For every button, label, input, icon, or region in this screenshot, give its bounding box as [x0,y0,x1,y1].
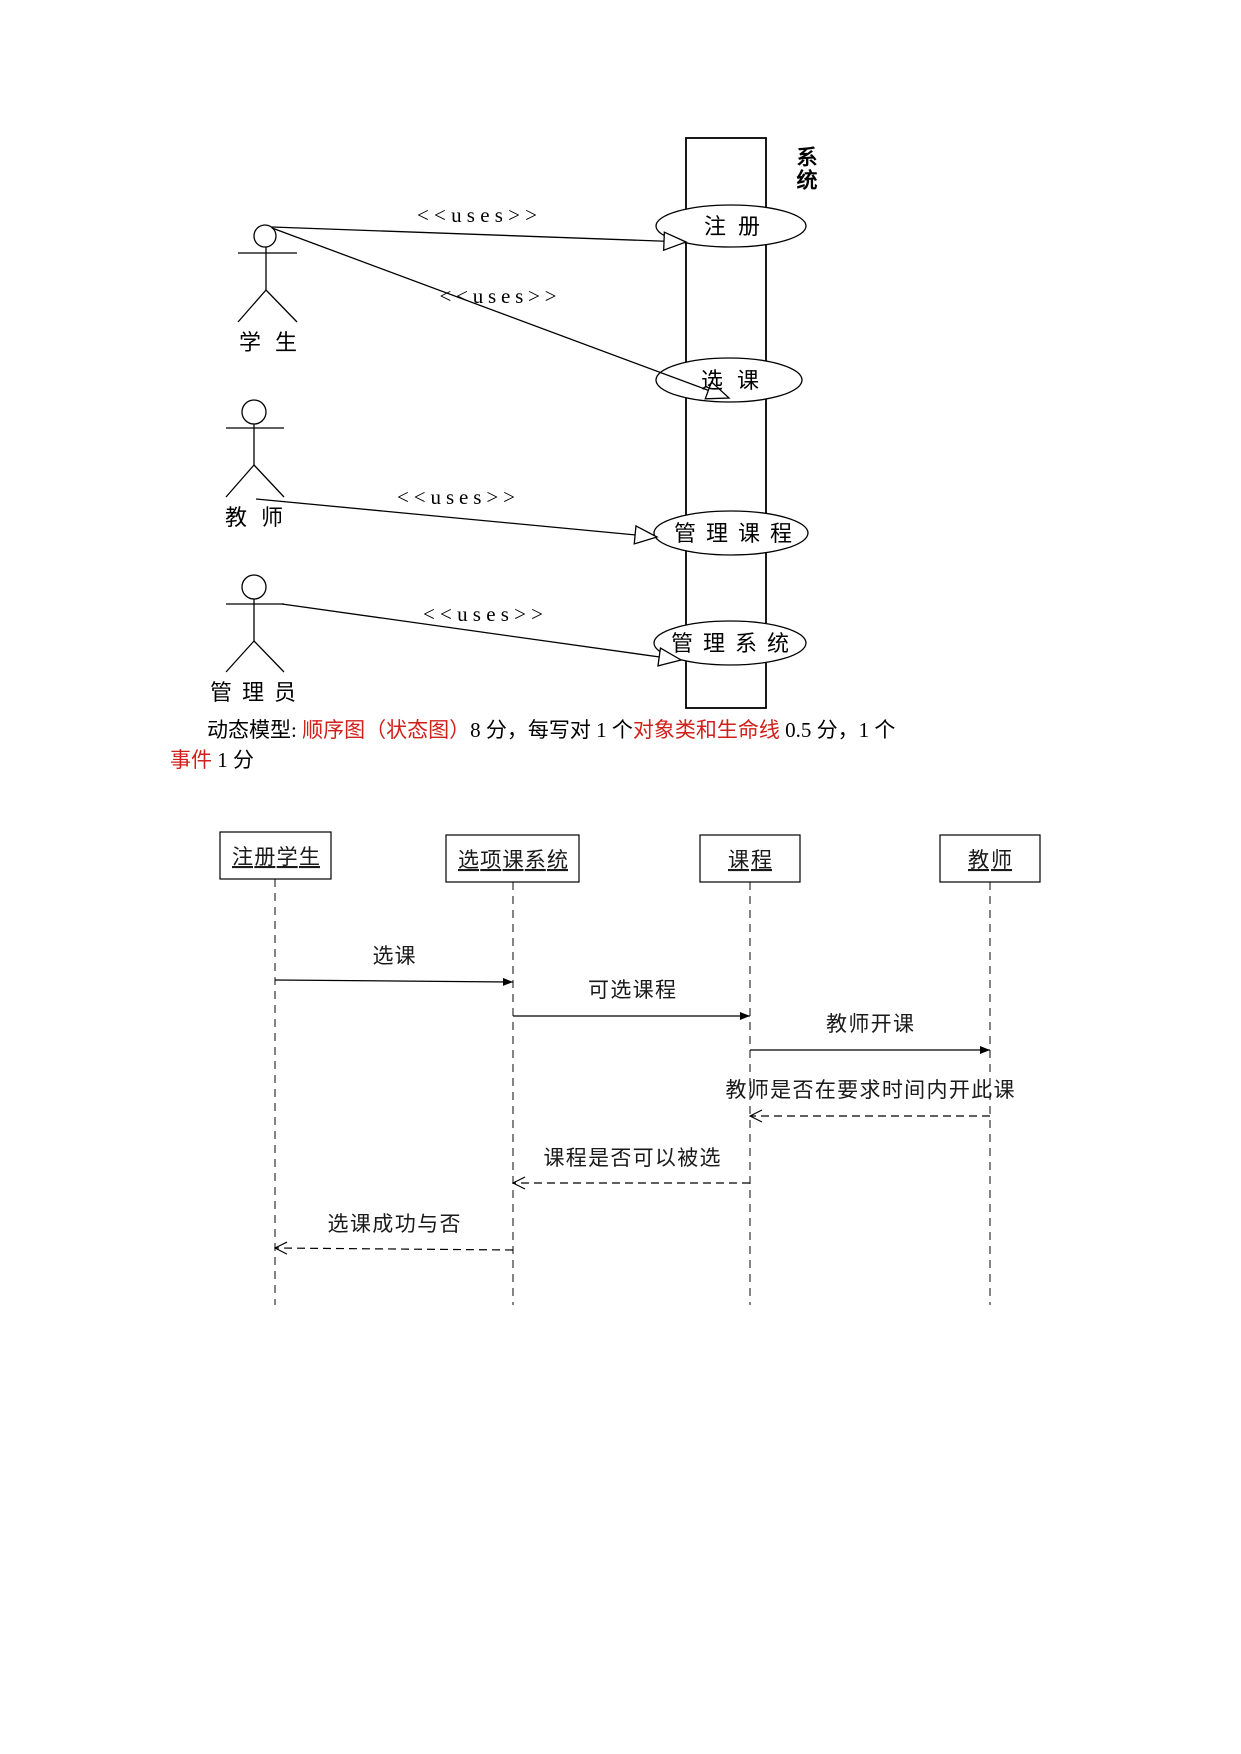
return-label-course-selectable: 课程是否可以被选 [544,1146,721,1170]
return-label-teacher-availability: 教师是否在要求时间内开此课 [726,1078,1015,1102]
actor-head [253,224,277,248]
message-arrow-select-course [274,977,514,986]
association-admin-manage-system [281,603,683,667]
association-student-select-course [271,227,731,400]
actor-right-leg [253,640,285,673]
note-score-total: 8 分，每写对 1 个 [470,718,633,742]
actor-right-leg [253,464,285,498]
object-box-course [699,834,801,883]
system-boundary-label: 系统 [794,146,818,192]
actor-admin [225,574,285,673]
scoring-note-line-1: 动态模型: 顺序图（状态图）8 分，每写对 1 个对象类和生命线 0.5 分，1… [207,715,895,745]
use-case-diagram: 学生 教师 管理员 <<uses>> <<uses>> << [210,137,809,709]
return-label-selection-result: 选课成功与否 [328,1212,461,1236]
note-object-lifeline: 对象类和生命线 [632,718,780,742]
note-event: 事件 [170,748,212,772]
note-dynamic-model-label: 动态模型: [207,718,303,742]
return-arrow-selection-result [275,1248,514,1250]
association-teacher-manage-course [255,498,659,545]
association-student-register [271,226,688,252]
object-label-course-selection-system: 选项课系统 [458,848,568,872]
object-box-teacher [939,834,1041,883]
object-box-registered-student [219,831,332,880]
use-case-select-course [655,357,803,403]
stereotype-label: <<uses>> [417,203,537,227]
message-label-available-courses: 可选课程 [588,978,676,1002]
actor-right-leg [265,289,298,323]
note-object-score: 0.5 分，1 个 [779,718,896,742]
actor-head [241,574,267,600]
actor-label-student: 学生 [239,331,297,356]
message-label-teacher-opens-course: 教师开课 [826,1012,914,1036]
object-label-registered-student: 注册学生 [232,845,320,869]
actor-student [237,224,298,323]
message-label-select-course: 选课 [373,944,416,968]
actor-left-leg [225,464,255,498]
sequence-diagram: 注册学生 选项课系统 课程 教师 选课 可选课程 教师开课 教师是否在要求时间内… [219,831,1041,1305]
stereotype-label: <<uses>> [423,602,543,626]
actor-left-leg [237,289,267,323]
use-case-register [655,204,807,248]
system-boundary [685,137,767,709]
note-diagram-types: 顺序图（状态图） [302,718,471,742]
object-box-course-selection-system [445,834,580,883]
scoring-note-line-2: 事件 1 分 [170,745,254,775]
actor-label-admin: 管理员 [210,681,296,706]
note-event-score: 1 分 [212,748,254,772]
actor-left-leg [225,640,255,673]
actor-label-teacher: 教师 [225,506,283,531]
stereotype-label: <<uses>> [397,485,515,509]
actor-teacher [225,399,285,498]
use-case-manage-system [653,620,807,666]
stereotype-label: <<uses>> [440,284,557,308]
actor-head [241,399,267,425]
